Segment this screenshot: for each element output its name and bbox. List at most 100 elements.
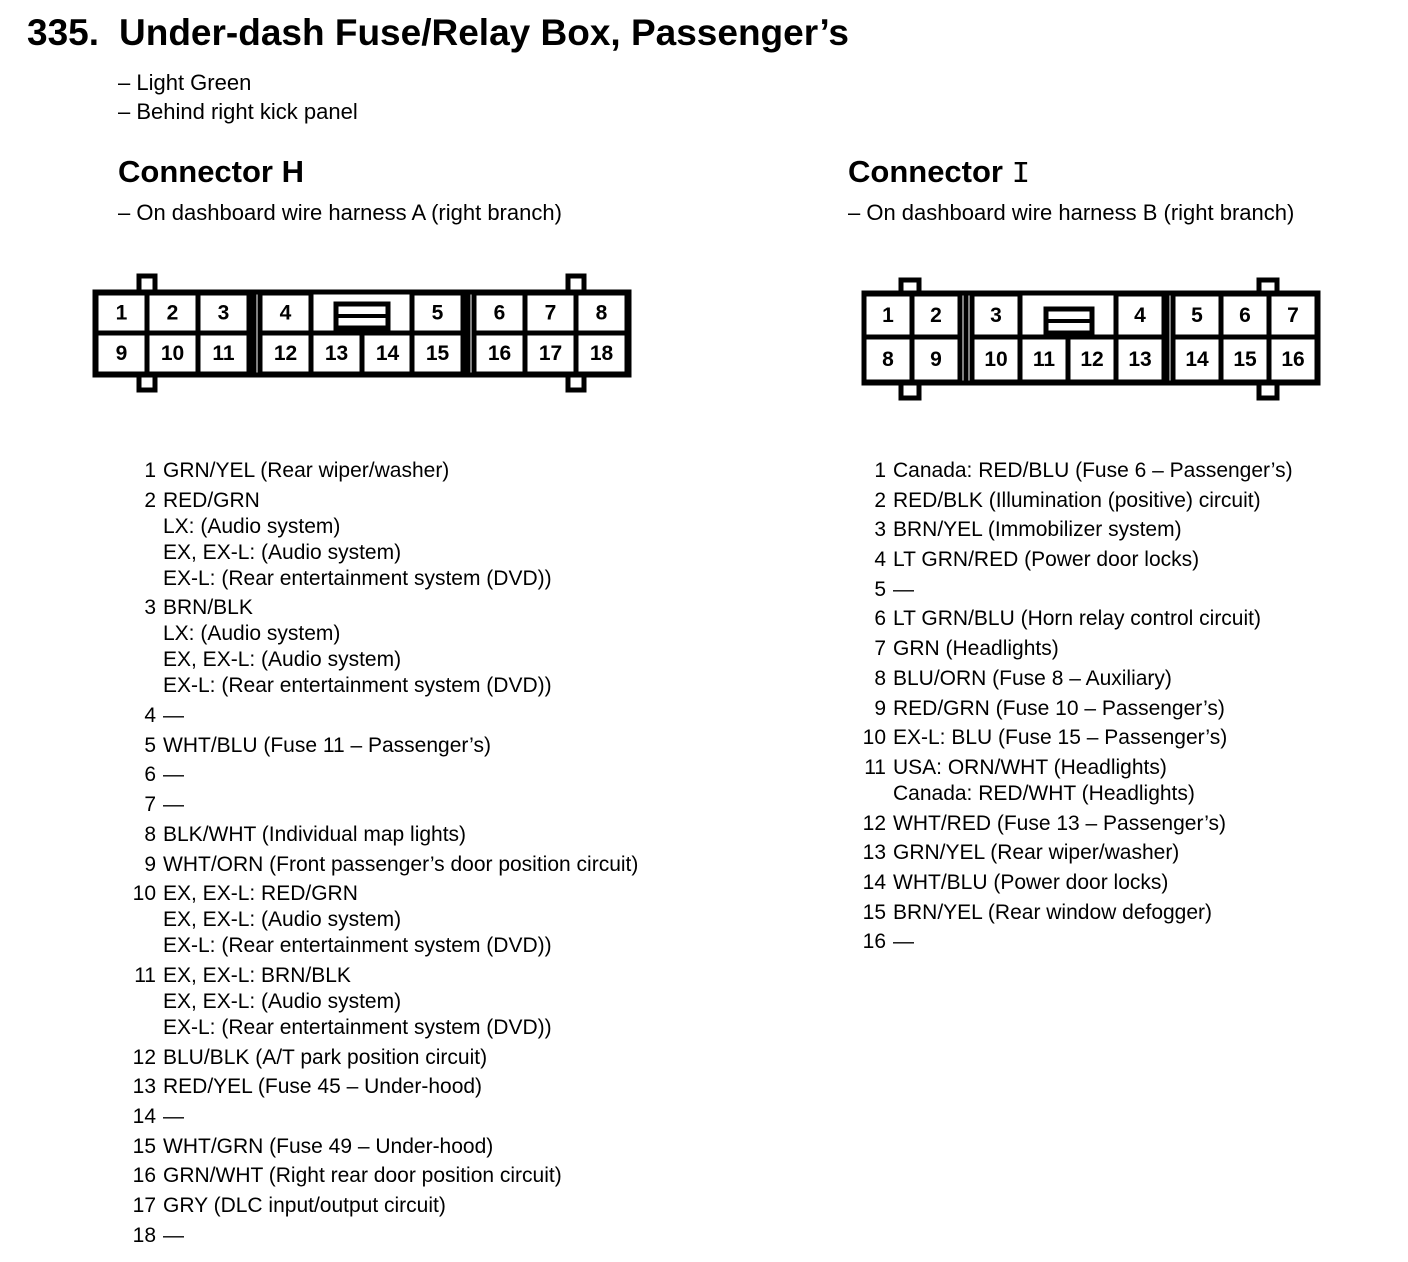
pin-description-line: WHT/BLU (Fuse 11 – Passenger’s) (163, 733, 491, 757)
pin-number: 7 (144, 793, 156, 817)
connector-i-pin-14: 14 WHT/BLU (Power door locks) (848, 870, 1293, 896)
pin-description: GRN/WHT (Right rear door position circui… (163, 1163, 562, 1189)
section-number: 335. (27, 12, 100, 53)
connector-h-pin-label: 18 (590, 342, 614, 365)
connector-i-pin-9: 9 RED/GRN (Fuse 10 – Passenger’s) (848, 696, 1293, 722)
pin-description-line: RED/GRN (Fuse 10 – Passenger’s) (893, 696, 1225, 720)
pin-number: 12 (862, 811, 886, 835)
pin-description: GRY (DLC input/output circuit) (163, 1193, 446, 1219)
pin-number: 5 (144, 733, 156, 757)
pin-number: 9 (144, 852, 156, 876)
pin-description: GRN/YEL (Rear wiper/washer) (893, 840, 1179, 866)
pin-number: 16 (862, 930, 886, 954)
pin-number: 10 (862, 726, 886, 750)
connector-h-location: – On dashboard wire harness A (right bra… (118, 200, 562, 225)
pin-number: 14 (862, 870, 886, 894)
pin-description-line: — (163, 763, 184, 787)
connector-h-pin-cell (522, 330, 579, 377)
pin-description: — (163, 762, 184, 788)
connector-i-pin-5: 5— (848, 577, 1293, 603)
pin-description: — (163, 703, 184, 729)
connector-h-pin-4: 4— (118, 703, 638, 729)
connector-h-pin-cell (573, 330, 630, 377)
pin-number: 3 (874, 518, 886, 542)
connector-i-pin-label: 15 (1233, 348, 1257, 371)
connector-h-pin-label: 10 (161, 342, 184, 365)
connector-h-pin-label: 4 (280, 302, 292, 325)
pin-description-line: — (163, 1223, 184, 1247)
pin-description-line: — (163, 704, 184, 728)
connector-i-pin-label: 6 (1239, 304, 1251, 327)
pin-number: 2 (874, 488, 886, 512)
pin-description: — (163, 1104, 184, 1130)
connector-i-pin-label: 5 (1191, 304, 1203, 327)
pin-description-line: BRN/YEL (Immobilizer system) (893, 518, 1182, 542)
connector-i-pin-label: 14 (1185, 348, 1209, 371)
pin-number: 6 (874, 607, 886, 631)
connector-i-pin-cell (909, 334, 963, 385)
pin-description: RED/YEL (Fuse 45 – Under-hood) (163, 1074, 482, 1100)
pin-description-line: WHT/BLU (Power door locks) (893, 870, 1169, 894)
connector-h-pin-label: 11 (212, 342, 235, 365)
connector-i-pin-label: 13 (1128, 348, 1151, 371)
note-color: – Light Green (118, 70, 252, 95)
pin-description: LT GRN/RED (Power door locks) (893, 547, 1199, 573)
pin-description-line: — (893, 930, 914, 954)
connector-h-pin-label: 15 (426, 342, 450, 365)
connector-h-pin-label: 1 (116, 302, 128, 325)
pin-description-line: EX-L: (Rear entertainment system (DVD)) (163, 1015, 552, 1039)
note-location: – Behind right kick panel (118, 99, 358, 124)
pin-number: 15 (132, 1134, 156, 1158)
pin-description: GRN/YEL (Rear wiper/washer) (163, 458, 449, 484)
connector-h-pin-label: 2 (167, 302, 179, 325)
connector-i-pin-3: 3 BRN/YEL (Immobilizer system) (848, 517, 1293, 543)
section-title: Under-dash Fuse/Relay Box, Passenger’s (119, 12, 849, 53)
pin-number: 13 (862, 841, 886, 865)
pin-description: LT GRN/BLU (Horn relay control circuit) (893, 606, 1261, 632)
connector-i-pin-cell (1113, 334, 1167, 385)
connector-h-pin-label: 14 (376, 342, 400, 365)
pin-description-line: EX, EX-L: (Audio system) (163, 648, 402, 672)
connector-h-pin-cell (409, 330, 466, 377)
pin-description-line: BLU/BLK (A/T park position circuit) (163, 1045, 488, 1069)
connector-i-pin-cell (969, 291, 1023, 340)
connector-h-pin-cell (144, 330, 201, 377)
pin-number: 3 (144, 596, 156, 620)
connector-i-pin-label: 16 (1281, 348, 1304, 371)
pin-description-line: WHT/ORN (Front passenger’s door position… (163, 852, 639, 876)
pin-description-line: — (163, 793, 184, 817)
connector-h-pin-cell (359, 330, 416, 377)
connector-h-pin-label: 9 (116, 342, 128, 365)
connector-h-pin-cell (257, 290, 314, 336)
pin-number: 2 (144, 488, 156, 512)
connector-i-pin-cell (969, 334, 1023, 385)
connector-h-letter: H (281, 154, 305, 189)
pin-number: 1 (144, 459, 156, 482)
connector-i-pin-label: 3 (990, 304, 1002, 327)
connector-i-pin-16: 16 — (848, 929, 1293, 955)
pin-number: 11 (864, 755, 886, 779)
pin-number: 9 (874, 696, 886, 720)
connector-h-pin-14: 14— (118, 1104, 638, 1130)
pin-description: WHT/RED (Fuse 13 – Passenger’s) (893, 811, 1226, 837)
connector-h-title: Connector H (118, 154, 304, 190)
connector-h-pin-9: 9 WHT/ORN (Front passenger’s door positio… (118, 852, 638, 878)
connector-i-title-word: Connector (848, 154, 1003, 189)
pin-description: BRN/YEL (Immobilizer system) (893, 517, 1182, 543)
pin-description-line: EX, EX-L: BRN/BLK (163, 963, 351, 987)
pin-description-line: EX, EX-L: (Audio system) (163, 540, 402, 564)
